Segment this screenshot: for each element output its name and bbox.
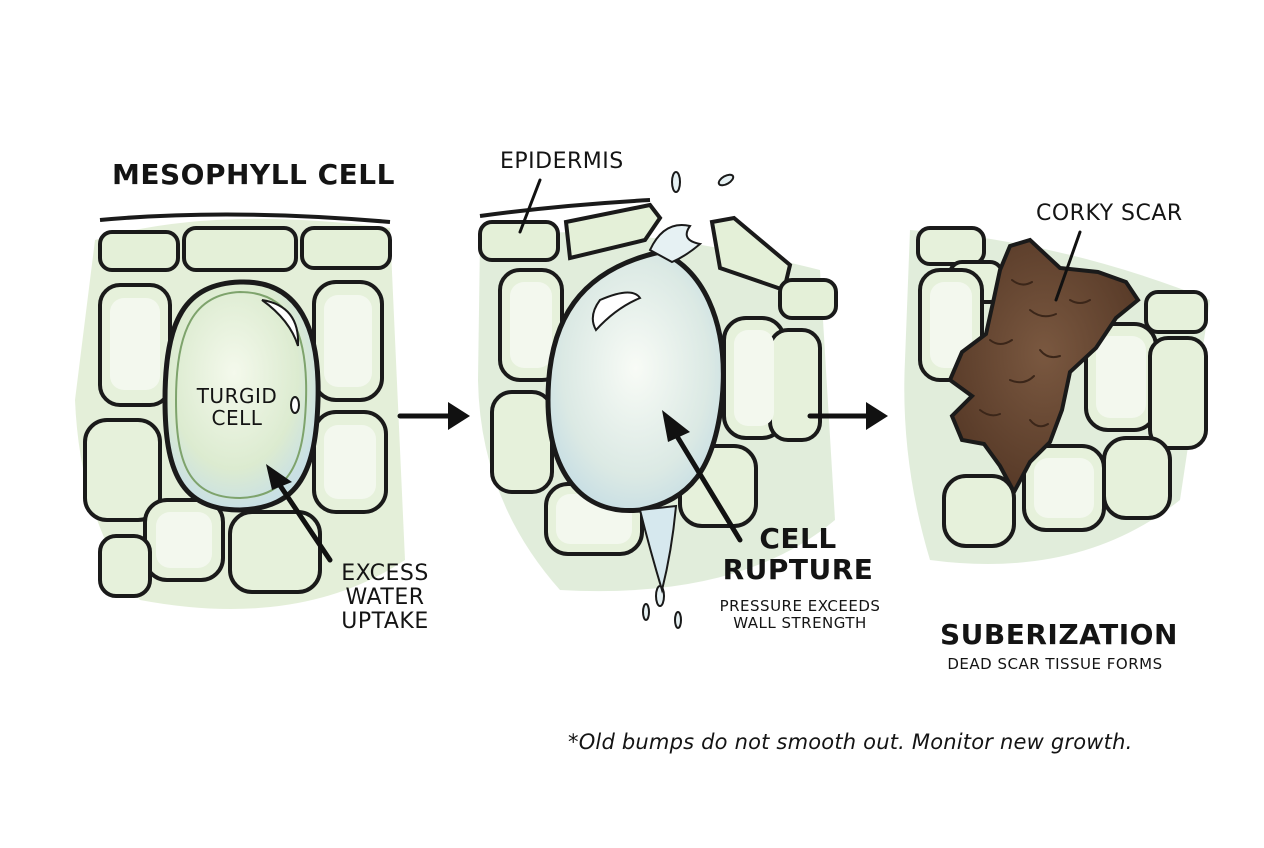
neighbor-cells [916,226,1208,548]
suberization-title: SUBERIZATION [940,618,1178,651]
panel-rupture [478,171,838,629]
transition-arrow-1 [397,402,470,430]
rupture-arrow [662,410,743,543]
cell-shine [591,291,642,332]
footnote: *Old bumps do not smooth out. Monitor ne… [568,730,1133,754]
turgid-cell [162,279,321,513]
mesophyll-cell-title: MESOPHYLL CELL [112,158,395,191]
epidermis-layer [478,198,838,320]
panel-mesophyll [75,212,405,609]
pressure-subtitle: PRESSURE EXCEEDS WALL STRENGTH [719,597,881,632]
excess-water-arrow [266,464,333,563]
corky-scar-label: CORKY SCAR [1036,201,1183,226]
cell-shine [261,299,300,347]
dead-scar-subtitle: DEAD SCAR TISSUE FORMS [947,655,1163,673]
water-splash [638,171,735,629]
cell-rupture-title: CELL RUPTURE [722,522,874,586]
neighbor-cell-highlights [930,282,1146,518]
turgid-cell-label: TURGID CELL [196,384,278,430]
cell-droplet [290,396,300,414]
corky-scar-pointer [1054,230,1082,302]
neighbor-cell-highlights [110,295,376,568]
epidermis-label: EPIDERMIS [500,149,624,174]
neighbor-cell-highlights [510,282,774,544]
panel-suberization [904,226,1210,564]
scar-texture [979,279,1091,428]
epidermis-pointer [518,178,542,234]
turgid-cell-inner-wall [174,290,308,500]
excess-water-label: EXCESS WATER UPTAKE [341,561,429,635]
transition-arrow-2 [807,402,888,430]
epidermis-layer [98,212,392,272]
corky-scar [947,237,1141,497]
